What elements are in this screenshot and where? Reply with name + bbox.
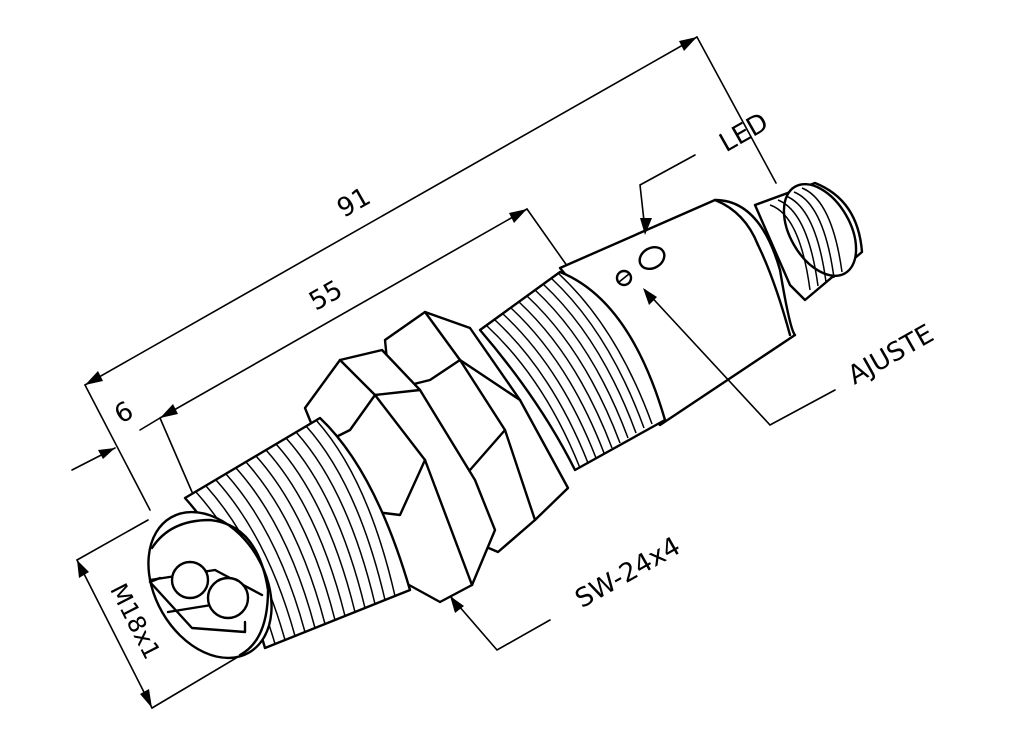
led-label: LED <box>714 107 773 158</box>
front-face <box>147 510 273 660</box>
threaded-body-rear <box>478 270 667 472</box>
dimension-front-offset: 6 <box>71 396 161 471</box>
arrow-55-start <box>160 404 178 418</box>
arrow-91-end <box>679 37 697 51</box>
arrow-m18-bottom <box>140 689 152 708</box>
dim-overall-label: 91 <box>332 182 376 224</box>
rear-connector <box>753 181 864 302</box>
lens-emitter <box>170 560 210 600</box>
arrow-6-left <box>98 448 115 459</box>
lens-receiver <box>206 576 250 620</box>
adjust-screw <box>615 269 633 287</box>
arrow-m18-top <box>77 560 89 578</box>
dim-threaded-label: 55 <box>304 275 348 317</box>
dim-offset-label: 6 <box>109 396 138 430</box>
arrow-91-start <box>85 371 103 385</box>
nut-label: SW-24x4 <box>570 531 685 614</box>
adjust-label: AJUSTE <box>843 319 939 391</box>
led-indicator <box>638 245 666 271</box>
arrow-55-end <box>509 209 527 223</box>
